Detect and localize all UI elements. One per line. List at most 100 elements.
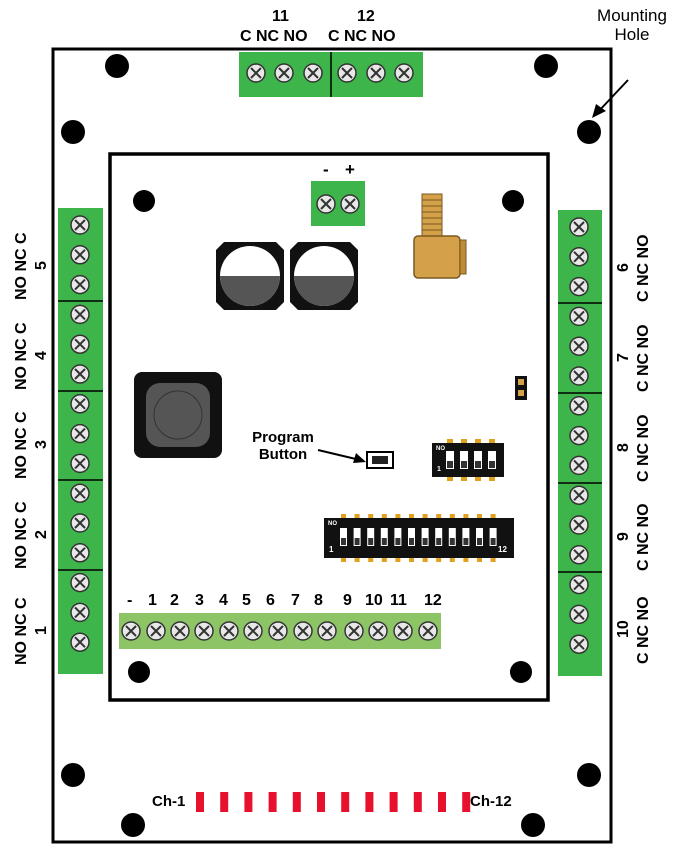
input-terminal-screw[interactable] <box>268 621 288 641</box>
left-terminal-screw[interactable] <box>70 572 90 593</box>
dip-toggle[interactable] <box>488 451 496 469</box>
input-terminal-screw[interactable] <box>293 621 313 641</box>
dip-small-on-label: NO <box>436 446 445 452</box>
input-terminal-label: 1 <box>148 592 157 609</box>
led-last-label: Ch-12 <box>470 793 512 810</box>
jumper <box>515 376 527 400</box>
dip-toggle[interactable] <box>474 451 482 469</box>
dip-toggle[interactable] <box>367 528 375 546</box>
right-terminal-screw[interactable] <box>569 425 589 446</box>
left-terminal-screw[interactable] <box>70 334 90 355</box>
input-terminal-screw[interactable] <box>344 621 364 641</box>
dip-toggle[interactable] <box>462 528 470 546</box>
mounting-hole <box>577 120 601 144</box>
left-terminal-screw[interactable] <box>70 364 90 384</box>
input-terminal-screw[interactable] <box>243 621 263 641</box>
left-terminal-screw[interactable] <box>70 453 90 474</box>
left-terminal-screw[interactable] <box>70 602 90 623</box>
left-terminal-screw[interactable] <box>70 215 90 235</box>
right-terminal-screw[interactable] <box>569 455 589 476</box>
dip-toggle[interactable] <box>340 528 347 546</box>
right-terminal-screw[interactable] <box>569 485 589 506</box>
left-terminal-screw[interactable] <box>70 542 90 563</box>
callout-arrow <box>596 79 629 114</box>
left-terminal-screw[interactable] <box>70 423 90 444</box>
module-hole <box>133 190 155 212</box>
dip-large-last-label: 12 <box>498 545 507 554</box>
channel-led <box>438 792 446 812</box>
mounting-hole <box>534 54 558 78</box>
input-terminal-screw[interactable] <box>194 621 214 641</box>
channel-led <box>317 792 325 812</box>
input-terminal-screw[interactable] <box>418 621 438 641</box>
left-terminal-screw[interactable] <box>70 513 90 533</box>
right-terminal-screw[interactable] <box>569 276 589 297</box>
dip-toggle[interactable] <box>460 451 468 469</box>
input-terminal-label: 12 <box>424 592 442 609</box>
dip-toggle[interactable] <box>446 451 454 469</box>
right-terminal-screw[interactable] <box>569 306 589 327</box>
dip-toggle[interactable] <box>408 528 415 546</box>
dip-large-first-label: 1 <box>329 545 334 554</box>
input-terminal-label: 8 <box>314 592 323 609</box>
right-terminal-screw[interactable] <box>569 515 589 535</box>
dip-large-on-label: NO <box>328 521 337 527</box>
input-terminal-screw[interactable] <box>393 621 413 641</box>
dip-toggle[interactable] <box>489 528 497 546</box>
right-terminal-screw[interactable] <box>569 574 589 595</box>
power-plus-label: + <box>345 160 355 179</box>
input-terminal-label: - <box>127 592 133 609</box>
right-terminal-screw[interactable] <box>569 336 589 357</box>
input-terminal-screw[interactable] <box>146 621 166 641</box>
program-button[interactable] <box>366 451 394 469</box>
left-terminal-screw[interactable] <box>70 244 90 265</box>
dip-toggle[interactable] <box>476 528 483 546</box>
dip-switch-large[interactable] <box>324 514 514 562</box>
right-terminal-screw[interactable] <box>569 634 589 655</box>
program-button-arrow <box>317 449 361 461</box>
channel-led <box>268 792 277 812</box>
right-terminal-screw[interactable] <box>569 366 589 386</box>
buzzer <box>134 372 222 458</box>
right-terminal-screw[interactable] <box>569 217 589 237</box>
dip-toggle[interactable] <box>421 528 429 546</box>
dip-toggle[interactable] <box>448 528 456 546</box>
right-terminal-screw[interactable] <box>569 544 589 565</box>
dip-toggle[interactable] <box>394 528 402 546</box>
right-terminal-screw[interactable] <box>569 246 589 267</box>
right-terminal-screw[interactable] <box>569 604 589 625</box>
relay-12-number: 12 <box>357 8 375 25</box>
left-terminal-screw[interactable] <box>70 274 90 295</box>
module-hole <box>510 661 532 683</box>
input-terminal-label: 5 <box>242 592 251 609</box>
input-terminal-label: 2 <box>170 592 179 609</box>
input-terminal-screw[interactable] <box>170 621 190 641</box>
left-terminal-screw[interactable] <box>70 304 90 325</box>
dip-toggle[interactable] <box>435 528 443 546</box>
relay-12-terminal-labels: C NC NO <box>328 28 396 45</box>
channel-led <box>196 792 204 812</box>
mounting-hole <box>61 120 85 144</box>
input-terminal-screw[interactable] <box>368 621 388 641</box>
left-terminal-screw[interactable] <box>70 632 90 653</box>
left-terminal-screw[interactable] <box>70 483 90 504</box>
dip-toggle[interactable] <box>380 528 388 546</box>
input-terminal-label: 10 <box>365 592 383 609</box>
left-terminal-screw[interactable] <box>70 393 90 414</box>
input-terminal-screw[interactable] <box>121 621 141 641</box>
channel-led <box>220 792 229 812</box>
dip-toggle[interactable] <box>353 528 361 546</box>
right-terminal-screw[interactable] <box>569 395 589 416</box>
dip-switch-small[interactable] <box>432 439 504 481</box>
input-terminal-screw[interactable] <box>219 621 239 641</box>
input-terminal-screw[interactable] <box>317 621 337 641</box>
channel-led <box>244 792 253 812</box>
